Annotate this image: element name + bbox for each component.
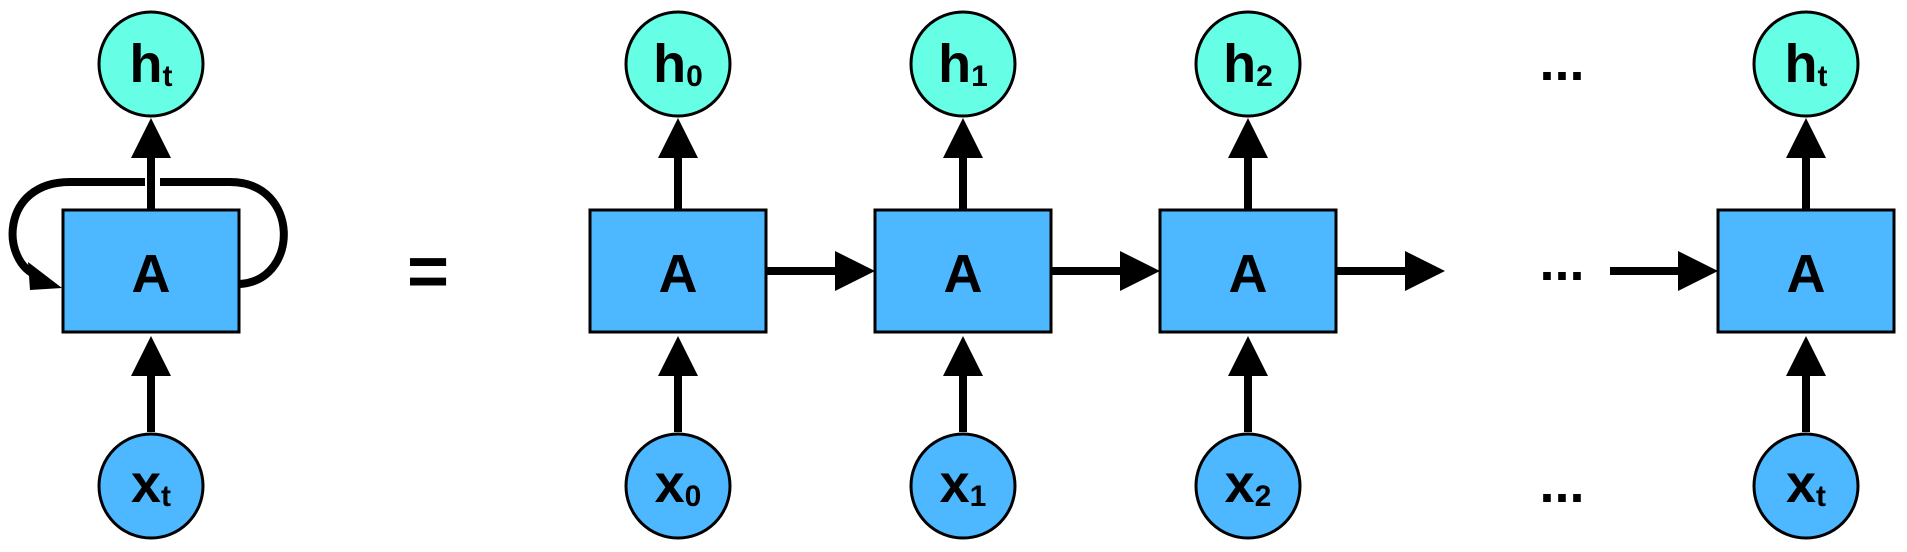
cell-box xyxy=(588,208,768,334)
input-label: x2 xyxy=(1225,454,1272,514)
ellipsis-hidden-row: ... xyxy=(1539,32,1584,92)
input-arrowhead xyxy=(1228,336,1268,376)
folded-hidden-node xyxy=(97,10,205,118)
hidden-state-arrowhead-0 xyxy=(835,251,875,291)
folded-hidden-label: ht xyxy=(130,34,173,94)
hidden-node xyxy=(909,10,1017,118)
output-arrowhead xyxy=(1786,118,1826,158)
hidden-state-arrowhead-2 xyxy=(1405,251,1445,291)
output-arrowhead xyxy=(1228,118,1268,158)
hidden-label: h1 xyxy=(938,34,988,94)
unrolled-step-3: Aht xt xyxy=(1716,10,1896,540)
input-node xyxy=(1194,432,1302,540)
hidden-node xyxy=(624,10,732,118)
folded-input-node xyxy=(97,432,205,540)
hidden-state-arrowhead-1 xyxy=(1120,251,1160,291)
input-node xyxy=(624,432,732,540)
input-label: x1 xyxy=(940,454,987,514)
input-arrowhead xyxy=(658,336,698,376)
folded-input-label: xt xyxy=(131,454,171,514)
hidden-node xyxy=(1752,10,1860,118)
folded-input-arrowhead xyxy=(131,336,171,376)
recurrent-loop-arrowhead xyxy=(28,262,62,290)
ellipsis-cell-row: ... xyxy=(1539,232,1584,292)
hidden-label: h2 xyxy=(1223,34,1273,94)
equals-sign: = xyxy=(407,232,449,312)
ellipsis-input-row: ... xyxy=(1539,454,1584,514)
cell-label: A xyxy=(944,244,983,304)
input-label: x0 xyxy=(655,454,702,514)
hidden-state-arrows xyxy=(766,251,1718,291)
cell-box xyxy=(1158,208,1338,334)
folded-output-arrowhead xyxy=(131,118,171,158)
unrolled-step-2: Ah2 x2 xyxy=(1158,10,1338,540)
cell-box xyxy=(873,208,1053,334)
input-label: xt xyxy=(1786,454,1826,514)
cell-label: A xyxy=(1787,244,1826,304)
hidden-node xyxy=(1194,10,1302,118)
input-arrowhead xyxy=(943,336,983,376)
input-node xyxy=(909,432,1017,540)
output-arrowhead xyxy=(943,118,983,158)
cell-label: A xyxy=(1229,244,1268,304)
output-arrowhead xyxy=(658,118,698,158)
input-arrowhead xyxy=(1786,336,1826,376)
hidden-state-arrowhead-3 xyxy=(1678,251,1718,291)
cell-label: A xyxy=(659,244,698,304)
unrolled-step-1: Ah1 x1 xyxy=(873,10,1053,540)
folded-cell-label: A xyxy=(132,244,171,304)
hidden-label: h0 xyxy=(653,34,703,94)
unrolled-rnn: Ah0 x0 Ah1 x1 Ah2 x2 Aht xt xyxy=(588,10,1896,540)
folded-cell-box xyxy=(61,208,241,334)
unrolled-step-0: Ah0 x0 xyxy=(588,10,768,540)
recurrent-loop xyxy=(8,178,288,288)
folded-rnn: A ht xt xyxy=(8,10,288,540)
cell-box xyxy=(1716,208,1896,334)
input-node xyxy=(1752,432,1860,540)
hidden-label: ht xyxy=(1785,34,1828,94)
